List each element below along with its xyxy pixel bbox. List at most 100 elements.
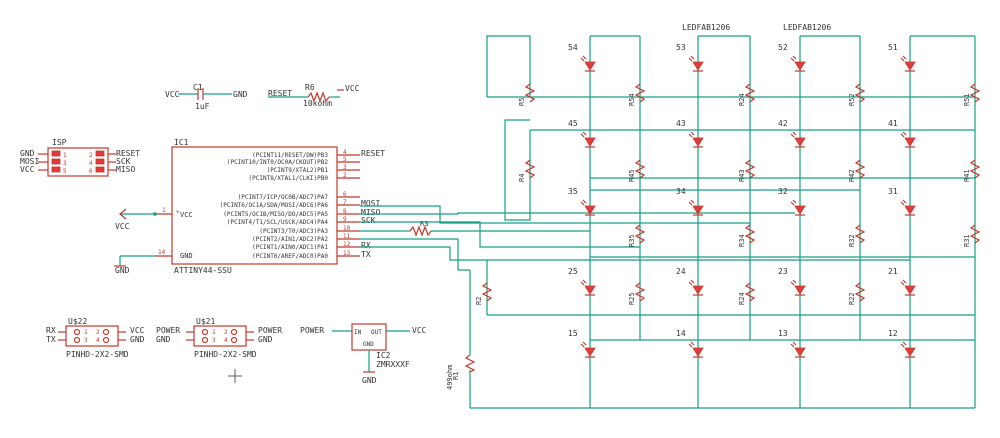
- resistor-label: R35: [628, 234, 636, 247]
- resistor[interactable]: R2: [475, 282, 493, 305]
- ic2-gnd: GND: [363, 341, 374, 348]
- resistor-label: R41: [963, 169, 971, 182]
- resistor[interactable]: R24: [738, 83, 756, 106]
- r1-value: 499ohm: [446, 365, 454, 390]
- resistor[interactable]: R4: [518, 159, 536, 182]
- resistor-label: R31: [963, 234, 971, 247]
- u22-pin-4: 4: [96, 337, 100, 344]
- resistor[interactable]: R42: [848, 159, 866, 182]
- ic1-pin-number: 9: [343, 216, 347, 223]
- led[interactable]: 15: [568, 329, 596, 358]
- led[interactable]: 21: [888, 267, 916, 296]
- led-label: 43: [676, 119, 686, 128]
- resistor[interactable]: R22: [848, 282, 866, 305]
- isp-pin-1: 1: [63, 152, 67, 159]
- led[interactable]: 34: [676, 187, 704, 216]
- vcc-symbol: VCC: [115, 208, 157, 231]
- led-label: 35: [568, 187, 578, 196]
- resistor[interactable]: R54: [628, 83, 646, 106]
- ic1-attiny44[interactable]: IC1 VCC GND 1 14 + ATTINY44-SSU (PCINT11…: [155, 138, 385, 275]
- ic1-gnd-pin: 14: [158, 249, 166, 256]
- led[interactable]: 43: [676, 119, 704, 148]
- led-label: 14: [676, 329, 686, 338]
- led-label: 15: [568, 329, 578, 338]
- led[interactable]: 53: [676, 43, 704, 72]
- c1-name: C1: [193, 83, 203, 92]
- resistor-label: R43: [738, 169, 746, 182]
- led[interactable]: 35: [568, 187, 596, 216]
- ic1-pin-net: RESET: [361, 149, 385, 158]
- u22-net-tx: TX: [46, 335, 56, 344]
- u21-pin-2: 2: [224, 329, 228, 336]
- header-u22[interactable]: U$22 1 3 2 4 RX TX VCC GND PINHD-2X2-SMD: [46, 317, 145, 359]
- led[interactable]: 13: [778, 329, 806, 358]
- resistor[interactable]: R35: [628, 224, 646, 247]
- resistor-r3[interactable]: R3: [360, 220, 590, 237]
- resistor[interactable]: R51: [963, 83, 981, 106]
- led-header-2: LEDFAB1206: [783, 23, 831, 32]
- led[interactable]: 31: [888, 187, 916, 216]
- u22-pin-2: 2: [96, 329, 100, 336]
- led-label: 34: [676, 187, 686, 196]
- led-label: 32: [778, 187, 788, 196]
- capacitor-c1[interactable]: C1 1uF VCC GND: [165, 83, 248, 111]
- resistor[interactable]: R5: [518, 83, 536, 106]
- u21-pin-3: 3: [212, 337, 216, 344]
- led[interactable]: 45: [568, 119, 596, 148]
- resistor-label: R24: [738, 93, 746, 106]
- isp-net-vcc: VCC: [20, 165, 35, 174]
- resistor[interactable]: R34: [738, 224, 756, 247]
- led[interactable]: 25: [568, 267, 596, 296]
- resistor[interactable]: R41: [963, 159, 981, 182]
- ic-to-matrix-wires: [360, 205, 910, 271]
- resistor[interactable]: R45: [628, 159, 646, 182]
- resistor-r6[interactable]: RESET R6 10kohm VCC: [268, 83, 360, 108]
- resistor[interactable]: R31: [963, 224, 981, 247]
- isp-pin-6: 6: [89, 168, 93, 175]
- resistor[interactable]: R43: [738, 159, 756, 182]
- led[interactable]: 51: [888, 43, 916, 72]
- led[interactable]: 32: [778, 187, 806, 216]
- isp-net-gnd: GND: [20, 149, 35, 158]
- ic1-gnd-label: GND: [180, 252, 193, 260]
- led-label: 25: [568, 267, 578, 276]
- isp-name: ISP: [52, 138, 67, 147]
- led-label: 45: [568, 119, 578, 128]
- led-label: 13: [778, 329, 788, 338]
- regulator-ic2[interactable]: POWER IN OUT GND VCC IC2 ZMRXXXF GND: [300, 323, 427, 385]
- resistor[interactable]: R52: [848, 83, 866, 106]
- led[interactable]: 24: [676, 267, 704, 296]
- led-label: 42: [778, 119, 788, 128]
- resistor[interactable]: R32: [848, 224, 866, 247]
- header-u21[interactable]: U$21 1 3 2 4 POWER GND POWER GND PINHD-2…: [156, 317, 282, 359]
- ic1-pin-number: 6: [343, 191, 347, 198]
- vcc-main-label: VCC: [115, 222, 130, 231]
- resistor-label: R24: [738, 292, 746, 305]
- led[interactable]: 42: [778, 119, 806, 148]
- ic1-pin-label: (PCINT2/AIN1/ADC2)PA2: [252, 236, 328, 243]
- led[interactable]: 12: [888, 329, 916, 358]
- c1-value: 1uF: [195, 102, 210, 111]
- u22-name: U$22: [68, 317, 87, 326]
- resistor[interactable]: R25: [628, 282, 646, 305]
- led-label: 31: [888, 187, 898, 196]
- led[interactable]: 23: [778, 267, 806, 296]
- ic1-pin-label: (PCINT8/XTAL1/CLKI)PB0: [249, 175, 329, 182]
- led[interactable]: 52: [778, 43, 806, 72]
- ic1-pin-label: (PCINT10/INT0/OC0A/CKOUT)PB2: [227, 159, 329, 166]
- isp-header[interactable]: ISP 1 3 5 2 4 6 GND MOSI VCC RESET SCK M…: [20, 138, 140, 177]
- led[interactable]: 14: [676, 329, 704, 358]
- led[interactable]: 54: [568, 43, 596, 72]
- isp-net-miso: MISO: [116, 165, 135, 174]
- resistor[interactable]: R24: [738, 282, 756, 305]
- u21-value: PINHD-2X2-SMD: [194, 350, 257, 359]
- ic1-vcc-pin: 1: [162, 207, 166, 214]
- led[interactable]: 41: [888, 119, 916, 148]
- led-label: 53: [676, 43, 686, 52]
- ic1-pin-number: 5: [343, 156, 347, 163]
- ic1-pin-label: (PCINT9/XTAL2)PB1: [267, 167, 329, 174]
- ic1-pin-number: 4: [343, 149, 347, 156]
